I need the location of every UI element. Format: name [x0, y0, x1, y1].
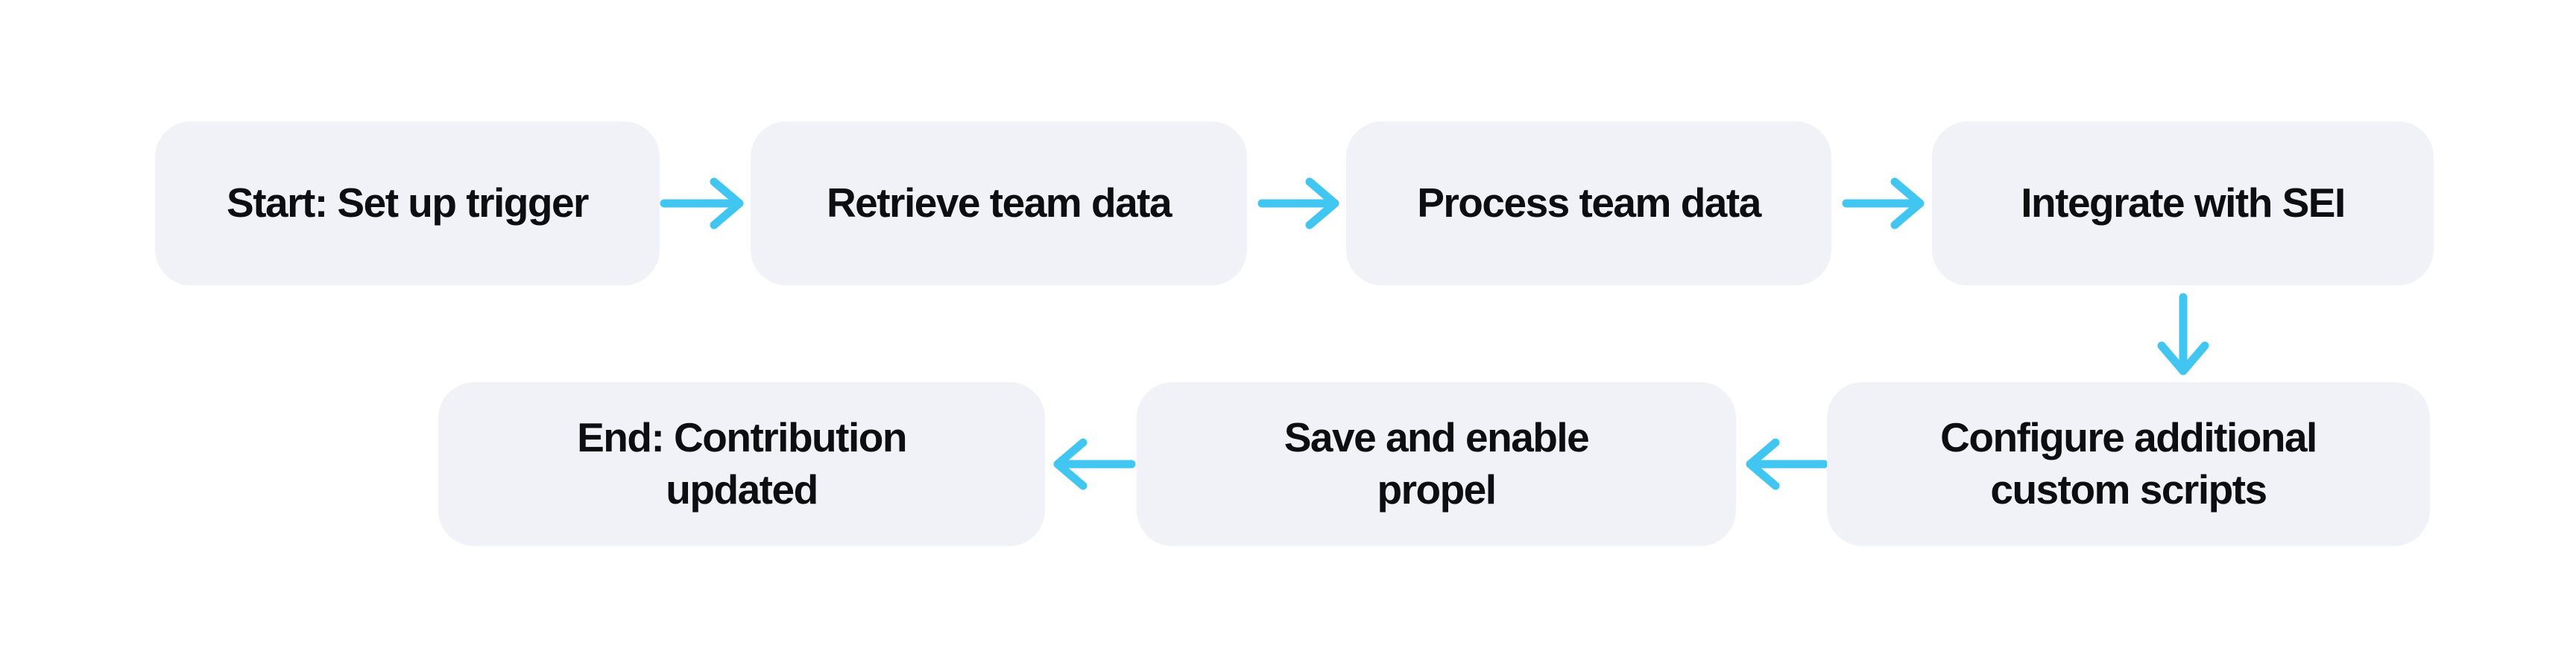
flow-node-label: Save and enable propel	[1284, 412, 1590, 516]
flow-node-label-line: Configure additional	[1940, 414, 2317, 461]
flow-node-label: End: Contribution updated	[577, 412, 907, 516]
arrow-left-icon	[1746, 438, 1828, 490]
flow-node-integrate-with-sei: Integrate with SEI	[1932, 121, 2434, 285]
flow-node-retrieve-team-data: Retrieve team data	[751, 121, 1247, 285]
flow-node-process-team-data: Process team data	[1346, 121, 1831, 285]
arrow-right-icon	[1842, 177, 1925, 229]
flow-node-label-line: End: Contribution	[577, 414, 907, 461]
arrow-left-icon	[1053, 438, 1136, 490]
flow-node-label-line: updated	[666, 466, 818, 513]
flow-node-save-and-enable-propel: Save and enable propel	[1137, 382, 1736, 546]
flow-node-label: Integrate with SEI	[2021, 180, 2346, 226]
flow-node-label: Process team data	[1417, 180, 1761, 226]
flow-node-label-line: custom scripts	[1990, 466, 2267, 513]
flow-node-end-contribution-updated: End: Contribution updated	[438, 382, 1045, 546]
arrow-down-icon	[2157, 293, 2209, 375]
arrow-right-icon	[1257, 177, 1339, 229]
flow-node-label-line: Save and enable	[1284, 414, 1590, 461]
arrow-right-icon	[660, 177, 744, 229]
flow-node-start: Start: Set up trigger	[155, 121, 660, 285]
flow-node-label-line: propel	[1377, 466, 1497, 513]
flow-node-label: Start: Set up trigger	[227, 180, 589, 226]
flow-node-label: Retrieve team data	[826, 180, 1172, 226]
flow-node-configure-custom-scripts: Configure additional custom scripts	[1827, 382, 2430, 546]
flow-node-label: Configure additional custom scripts	[1940, 412, 2317, 516]
